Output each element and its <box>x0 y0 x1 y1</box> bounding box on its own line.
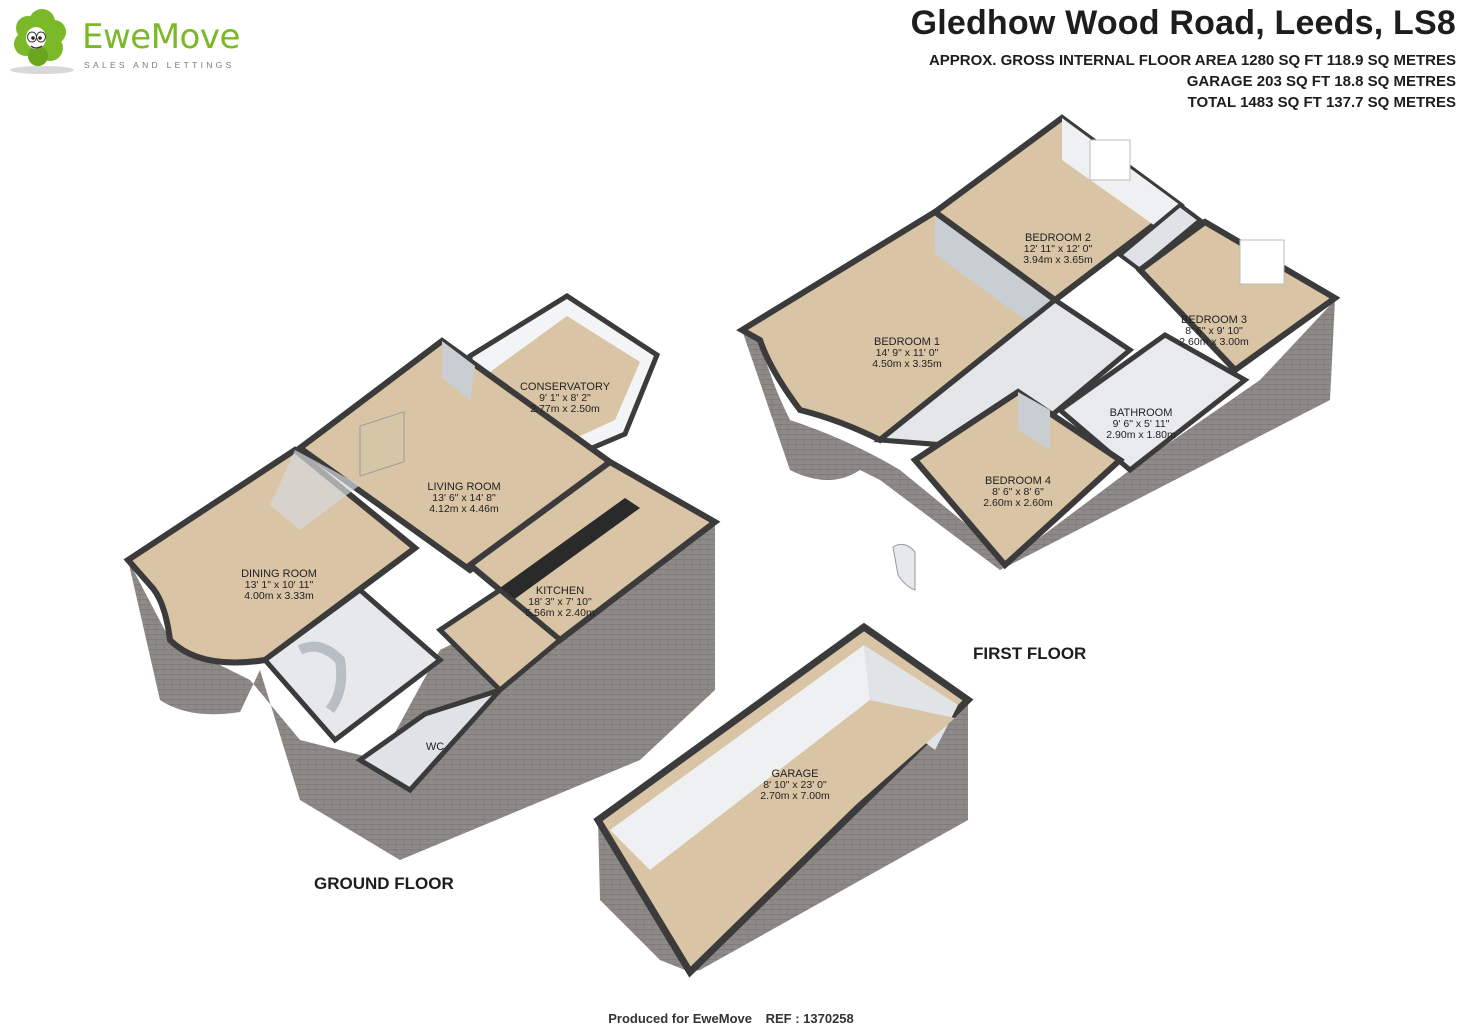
gross-area-line: APPROX. GROSS INTERNAL FLOOR AREA 1280 S… <box>928 52 1456 69</box>
reference-number: REF : 1370258 <box>765 1011 854 1026</box>
room-bedroom3-name: BEDROOM 3 <box>1181 314 1247 326</box>
room-bedroom4-metric: 2.60m x 2.60m <box>983 497 1053 509</box>
room-garage-metric: 2.70m x 7.00m <box>760 790 830 802</box>
brand-name: EweMove <box>82 17 240 57</box>
room-dining-imperial: 13' 1" x 10' 11" <box>245 579 314 591</box>
brand-logo: EweMove SALES AND LETTINGS <box>6 6 246 76</box>
room-conservatory-imperial: 9' 1" x 8' 2" <box>539 392 591 404</box>
room-bedroom3-imperial: 8' 6" x 9' 10" <box>1185 325 1243 337</box>
room-living-imperial: 13' 6" x 14' 8" <box>432 492 496 504</box>
room-bedroom1-imperial: 14' 9" x 11' 0" <box>876 347 939 359</box>
total-area-line: TOTAL 1483 SQ FT 137.7 SQ METRES <box>1187 94 1456 111</box>
room-bedroom3-metric: 2.60m x 3.00m <box>1179 336 1249 348</box>
room-labels: CONSERVATORY 9' 1" x 8' 2" 2.77m x 2.50m… <box>241 232 1249 802</box>
footer: Produced for EweMove REF : 1370258 <box>0 1011 1462 1026</box>
garage-plan <box>593 622 974 978</box>
room-bedroom1-metric: 4.50m x 3.35m <box>872 358 942 370</box>
room-living-metric: 4.12m x 4.46m <box>429 503 499 515</box>
property-address: Gledhow Wood Road, Leeds, LS8 <box>910 4 1456 42</box>
room-bedroom4-imperial: 8' 6" x 8' 6" <box>992 486 1044 498</box>
room-kitchen-name: KITCHEN <box>536 585 584 597</box>
room-bathroom-imperial: 9' 6" x 5' 11" <box>1113 418 1170 430</box>
room-conservatory-name: CONSERVATORY <box>520 381 611 393</box>
room-bedroom4-name: BEDROOM 4 <box>985 475 1051 487</box>
produced-for-text: Produced for EweMove <box>608 1011 752 1026</box>
room-bedroom2-metric: 3.94m x 3.65m <box>1023 254 1093 266</box>
first-floor-plan <box>736 114 1341 591</box>
room-dining-name: DINING ROOM <box>241 568 317 580</box>
room-bathroom-name: BATHROOM <box>1110 407 1173 419</box>
property-header: Gledhow Wood Road, Leeds, LS8 APPROX. GR… <box>911 2 1456 113</box>
room-bedroom2-name: BEDROOM 2 <box>1025 232 1091 244</box>
room-bedroom2-imperial: 12' 11" x 12' 0" <box>1024 243 1093 255</box>
ground-floor-plan <box>123 293 721 860</box>
garage-area-line: GARAGE 203 SQ FT 18.8 SQ METRES <box>1186 73 1456 90</box>
room-bathroom-metric: 2.90m x 1.80m <box>1106 429 1176 441</box>
room-kitchen-imperial: 18' 3" x 7' 10" <box>528 596 592 608</box>
room-conservatory-metric: 2.77m x 2.50m <box>530 403 600 415</box>
ground-floor-label: GROUND FLOOR <box>314 874 454 893</box>
room-living-name: LIVING ROOM <box>427 481 500 493</box>
room-garage-imperial: 8' 10" x 23' 0" <box>763 779 827 791</box>
sheep-mascot-icon <box>10 9 74 74</box>
room-bedroom1-name: BEDROOM 1 <box>874 336 940 348</box>
room-dining-metric: 4.00m x 3.33m <box>244 590 314 602</box>
first-floor-label: FIRST FLOOR <box>973 644 1087 663</box>
room-wc-name: WC <box>426 741 444 753</box>
room-kitchen-metric: 5.56m x 2.40m <box>525 607 595 619</box>
room-garage-name: GARAGE <box>771 768 818 780</box>
brand-tagline: SALES AND LETTINGS <box>84 60 235 70</box>
